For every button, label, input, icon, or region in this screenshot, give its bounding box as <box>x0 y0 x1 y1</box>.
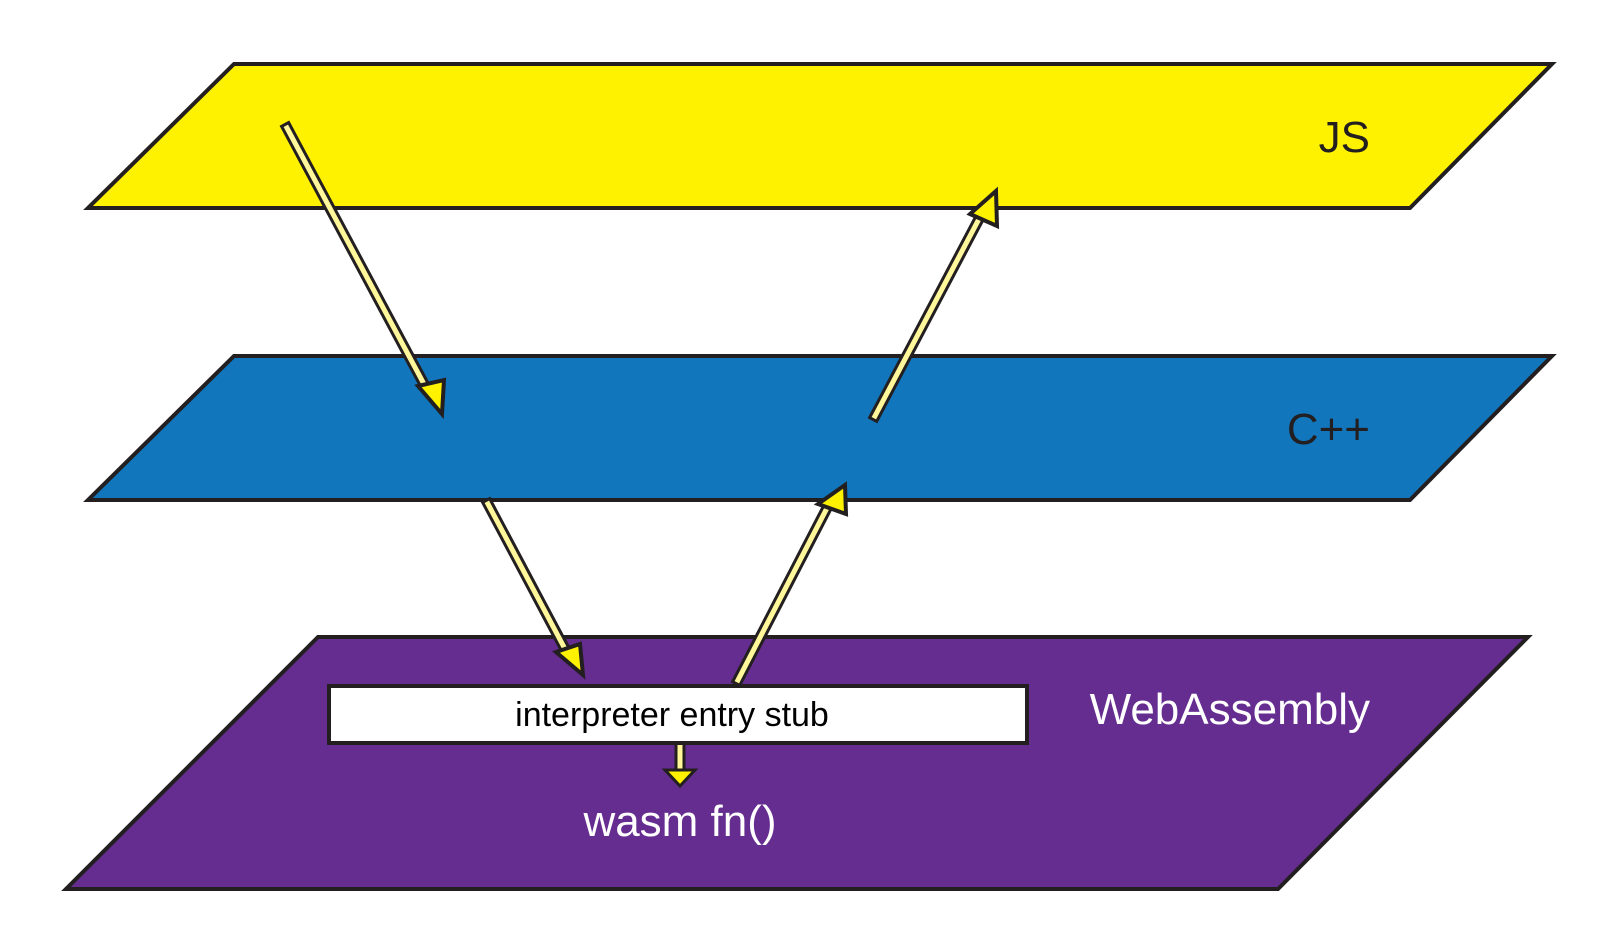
cpp-to-js-arrowhead <box>966 186 1000 230</box>
cpp-to-wasm-arrow-inner <box>484 500 569 653</box>
js-to-cpp-arrow <box>279 120 447 420</box>
cpp-to-wasm-arrowhead <box>552 641 586 680</box>
cpp-layer: C++ <box>83 354 1557 502</box>
cpp-label: C++ <box>1287 405 1370 454</box>
stub-to-fn-arrow <box>661 745 699 789</box>
arrow-group <box>279 120 1000 789</box>
wasm-to-cpp-arrow <box>730 481 849 688</box>
wasm-label: WebAssembly <box>1090 685 1370 734</box>
wasm-to-cpp-arrow-inner <box>734 504 831 684</box>
interpreter-stub-label: interpreter entry stub <box>515 696 829 734</box>
wasm-fn-label: wasm fn() <box>582 797 776 846</box>
js-to-cpp-arrowhead <box>414 377 447 420</box>
js-layer: JS <box>83 62 1557 210</box>
cpp-to-wasm-arrow <box>480 496 586 680</box>
interpreter-stub-box <box>327 684 1029 745</box>
wasm-plane <box>61 635 1533 891</box>
cpp-plane <box>83 354 1557 502</box>
wasm-to-cpp-arrowhead <box>813 481 849 517</box>
wasm-layer: WebAssembly <box>61 635 1533 891</box>
js-label: JS <box>1319 113 1370 162</box>
js-to-cpp-arrow-inner <box>283 124 429 390</box>
interpreter-stub: interpreter entry stub <box>327 684 1029 745</box>
cpp-to-js-arrow-inner <box>871 213 984 420</box>
js-plane <box>83 62 1557 210</box>
cpp-to-js-arrow <box>867 186 1000 424</box>
stub-to-fn-arrowhead <box>661 768 699 789</box>
